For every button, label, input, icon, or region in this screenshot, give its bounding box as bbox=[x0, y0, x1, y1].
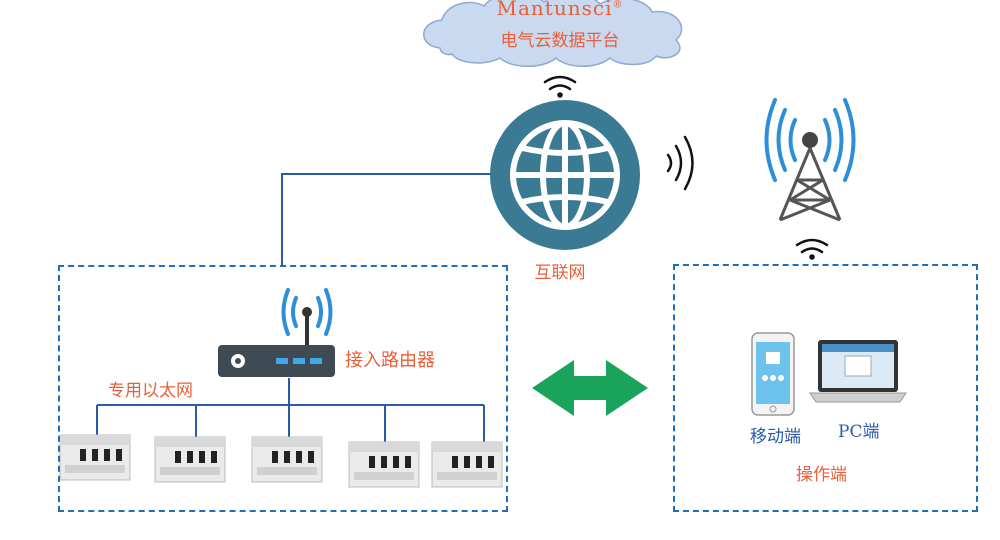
phone-icon bbox=[751, 332, 795, 416]
ethernet-label: 专用以太网 bbox=[108, 381, 193, 401]
wifi-icon bbox=[795, 238, 829, 260]
registered-mark: ® bbox=[612, 0, 624, 11]
cloud-title: 电气云数据平台 bbox=[500, 31, 620, 51]
double-arrow-icon bbox=[532, 360, 648, 416]
internet-label: 互联网 bbox=[534, 263, 586, 283]
operator-label: 操作端 bbox=[796, 465, 847, 485]
laptop-icon bbox=[809, 340, 907, 403]
field-device-group bbox=[58, 265, 508, 512]
breaker-icon bbox=[59, 434, 503, 488]
wifi-icon bbox=[543, 75, 577, 98]
router-icon bbox=[218, 288, 335, 377]
cloud-icon bbox=[423, 0, 683, 67]
globe-icon bbox=[490, 100, 640, 250]
brand-name: Mantunsci® bbox=[496, 0, 624, 20]
operator-group bbox=[673, 264, 978, 512]
signal-waves-icon bbox=[666, 135, 694, 191]
pc-label: PC端 bbox=[838, 422, 880, 442]
ethernet-lines bbox=[96, 378, 485, 445]
mobile-label: 移动端 bbox=[750, 427, 801, 447]
uplink-line bbox=[281, 173, 505, 265]
router-label: 接入路由器 bbox=[345, 350, 435, 371]
cell-tower-icon bbox=[764, 98, 856, 222]
